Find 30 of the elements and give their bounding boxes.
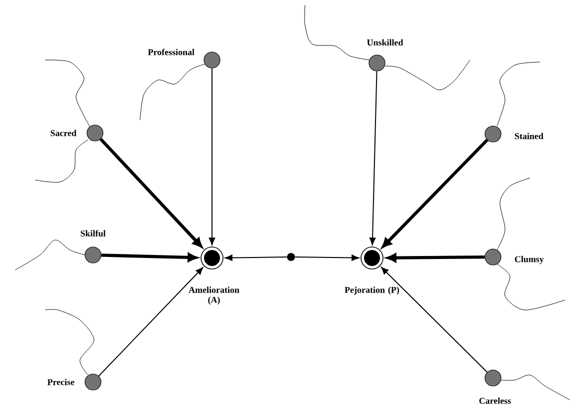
word-node: Careless (479, 370, 511, 404)
arrow (98, 267, 204, 377)
node-label: Sacred (50, 130, 76, 136)
node-label: Skilful (80, 230, 106, 237)
node-label: Careless (479, 398, 511, 404)
target-node: Amelioration (A) (188, 246, 240, 305)
node-label: Professional (148, 48, 194, 56)
arrow (294, 254, 360, 261)
word-node: Unskilled (367, 39, 404, 72)
target-node: Pejoration (P) (344, 246, 399, 295)
arrow (386, 253, 485, 262)
word-node: Skilful (80, 230, 106, 264)
node-label: Precise (47, 378, 74, 386)
word-node: Professional (148, 48, 220, 68)
arrow (381, 266, 488, 373)
node-label: Amelioration (A) (188, 286, 240, 305)
word-node: Stained (484, 126, 544, 142)
node-label: Clumsy (514, 256, 544, 264)
arrow (224, 254, 288, 261)
node-label: Stained (514, 132, 544, 140)
dot (287, 253, 295, 261)
node-label: Pejoration (P) (344, 286, 400, 295)
arrow (100, 138, 202, 248)
word-node: Precise (47, 374, 102, 390)
word-node: Clumsy (484, 248, 544, 266)
node-label: Unskilled (367, 39, 404, 46)
arrow (208, 68, 216, 246)
arrow (369, 70, 378, 246)
word-node: Sacred (50, 124, 104, 142)
arrow (382, 138, 488, 248)
